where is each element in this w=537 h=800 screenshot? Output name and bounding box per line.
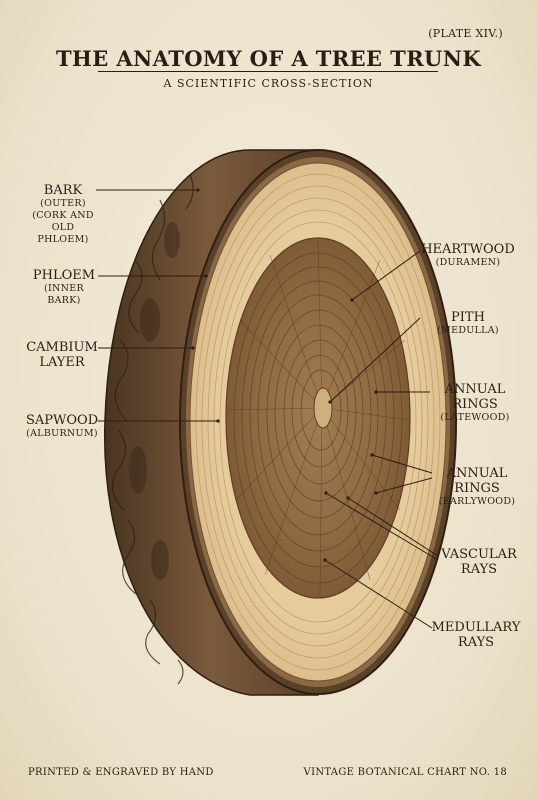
label-phloem: PHLOEM (INNER BARK) (26, 268, 102, 307)
title-rule (98, 71, 438, 72)
label-sapwood: SAPWOOD (ALBURNUM) (26, 413, 98, 440)
plate-number: (PLATE XIV.) (428, 27, 503, 40)
label-bark: BARK (OUTER) (CORK AND OLD PHLOEM) (28, 183, 98, 246)
label-heartwood: HEARTWOOD (DURAMEN) (418, 242, 518, 269)
label-vascular-rays: VASCULAR RAYS (436, 547, 522, 577)
label-pith: PITH (MEDULLA) (428, 310, 508, 337)
label-annual-rings-latewood: ANNUAL RINGS (LATEWOOD) (432, 382, 518, 424)
page-subtitle: A SCIENTIFIC CROSS-SECTION (0, 77, 537, 90)
label-annual-rings-earlywood: ANNUAL RINGS (EARLYWOOD) (432, 466, 522, 508)
pith (314, 388, 332, 428)
label-cambium: CAMBIUM LAYER (26, 340, 98, 370)
label-medullary-rays: MEDULLARY RAYS (428, 620, 524, 650)
footer-right: VINTAGE BOTANICAL CHART NO. 18 (304, 767, 507, 778)
page-title: THE ANATOMY OF A TREE TRUNK (0, 46, 537, 71)
footer-left: PRINTED & ENGRAVED BY HAND (28, 767, 214, 778)
